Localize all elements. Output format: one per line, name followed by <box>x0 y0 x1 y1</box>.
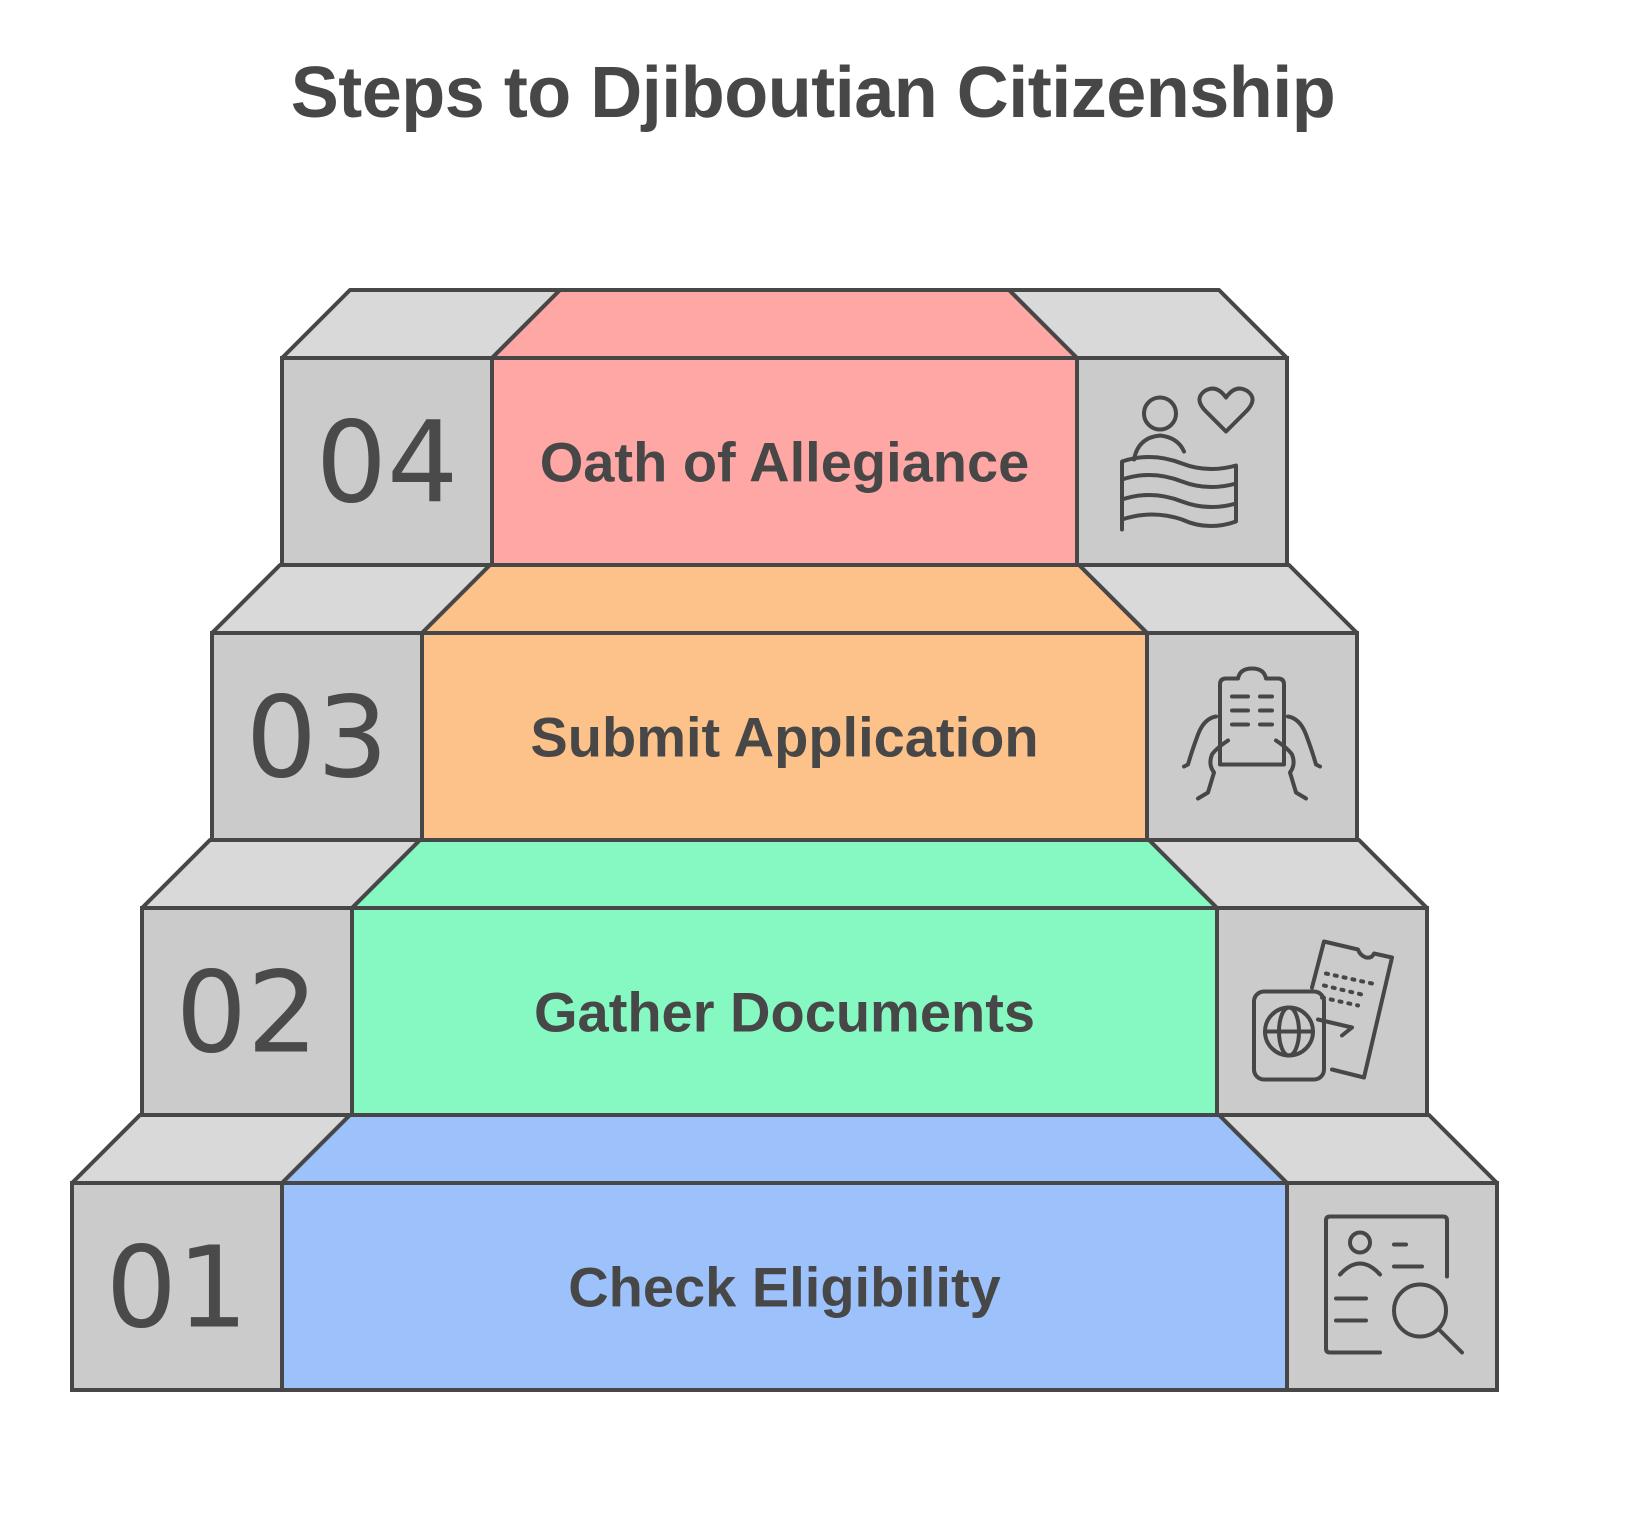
step-01: 01 Check Eligibility <box>70 1113 1499 1392</box>
diagram-title: Steps to Djiboutian Citizenship <box>290 53 1336 133</box>
step-label-box <box>280 1181 1289 1392</box>
step-label: Submit Application <box>530 706 1038 769</box>
step-number: 04 <box>316 399 459 529</box>
step-03: 03 Submit Application <box>210 563 1359 842</box>
hands-clipboard-icon <box>1182 666 1322 801</box>
step-icon-box <box>1145 631 1359 842</box>
step-number: 01 <box>106 1224 249 1354</box>
step-label-box <box>420 631 1149 842</box>
person-heart-flag-icon <box>1120 386 1255 532</box>
step-label: Check Eligibility <box>568 1256 1001 1319</box>
step-top-center <box>280 1113 1289 1185</box>
step-number-box <box>140 906 354 1117</box>
passport-ticket-icon <box>1252 939 1394 1082</box>
step-04: 04 Oath of Allegiance <box>280 288 1289 567</box>
step-02: 02 Gather Documents <box>140 838 1429 1117</box>
step-label-box <box>490 356 1079 567</box>
step-number-box <box>70 1181 284 1392</box>
step-top-center <box>420 563 1149 635</box>
step-label: Oath of Allegiance <box>540 431 1030 494</box>
step-top-center <box>490 288 1079 360</box>
profile-search-icon <box>1324 1214 1464 1355</box>
step-number: 02 <box>176 949 319 1079</box>
step-label: Gather Documents <box>534 981 1035 1044</box>
step-icon-box <box>1285 1181 1499 1392</box>
step-label-box <box>350 906 1219 1117</box>
steps-layer: 01 Check Eligibility 02 Gather Documents 03 S… <box>70 288 1499 1392</box>
step-top-center <box>350 838 1219 910</box>
step-number: 03 <box>246 674 389 804</box>
step-number-box <box>210 631 424 842</box>
